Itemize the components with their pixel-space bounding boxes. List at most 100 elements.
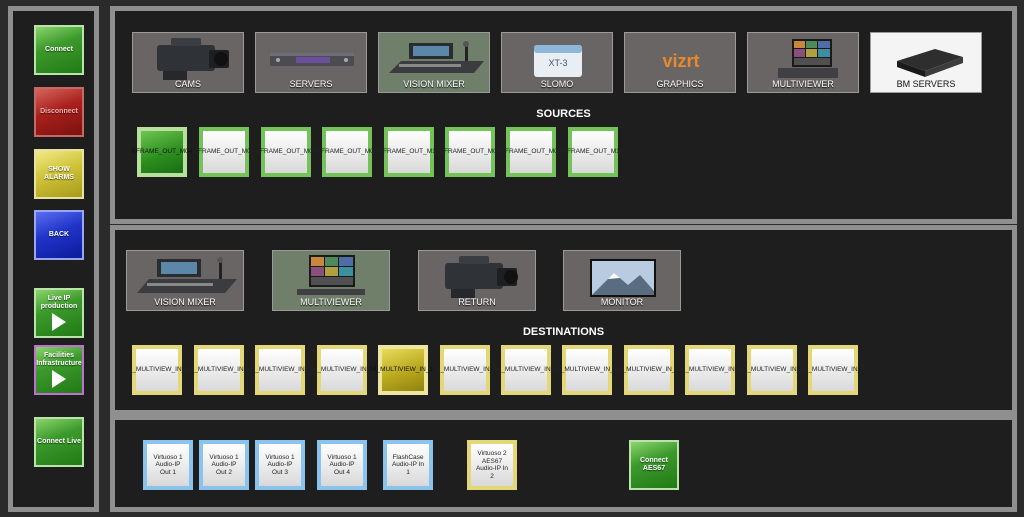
audio-io-button[interactable]: Virtuoso 1 Audio-IP Out 4 [317,440,367,490]
monitor-icon [590,259,656,297]
category-slomo[interactable]: XT-3 SLOMO [501,32,613,93]
source-button[interactable]: KFRAME_OUT_M05 [501,127,561,177]
dest-category-label: RETURN [458,297,496,307]
destination-label: IM_MULTIVIEW_IN_7 [248,366,312,374]
destinations-panel: VISION MIXER MULTIVIEWER RETURN [110,225,1017,415]
audio-io-button[interactable]: FlashCase Audio-IP In 1 [383,440,433,490]
destination-label: IM_MULTIVIEW_IN_3 [310,366,374,374]
destination-button[interactable]: IM_MULTIVIEW_IN_4 [433,345,497,395]
category-label: BM SERVERS [896,79,956,89]
source-button[interactable]: KFRAME_OUT_M12 [379,127,439,177]
destination-button[interactable]: IM_MULTIVIEW_IN_8 [678,345,742,395]
vision-mixer-icon [389,41,484,73]
connect-live-label: Connect Live [37,438,81,445]
sources-title: SOURCES [536,108,591,120]
destinations-title: DESTINATIONS [522,326,605,338]
camera-icon [445,256,518,298]
destination-button[interactable]: IM_MULTIVIEW_IN_12 [615,345,683,395]
category-servers[interactable]: SERVERS [255,32,367,93]
dest-category-label: MONITOR [600,297,644,307]
slomo-device-text: XT-3 [548,58,567,68]
audio-io-button[interactable]: Virtuoso 1 Audio-IP Out 1 [143,440,193,490]
source-label: KFRAME_OUT_M01 [193,148,255,156]
dest-category-monitor[interactable]: MONITOR [563,250,681,311]
dest-category-label: MULTIVIEWER [300,297,362,307]
category-multiviewer[interactable]: MULTIVIEWER [747,32,859,93]
audio-io-button[interactable]: Virtuoso 1 Audio-IP Out 2 [199,440,249,490]
destination-button[interactable]: IM_MULTIVIEW_IN_7 [248,345,312,395]
dest-category-multiviewer[interactable]: MULTIVIEWER [272,250,390,311]
destination-label: IM_MULTIVIEW_IN_9 [187,366,251,374]
source-label: KFRAME_OUT_M10 [562,148,624,156]
connect-aes67-button[interactable]: Connect AES67 [629,440,679,490]
connect-label: Connect [45,46,73,53]
live-ip-production-button[interactable]: Live IP production [34,288,84,338]
source-label: KFRAME_OUT_M04 [131,148,193,156]
source-button[interactable]: KFRAME_OUT_M04 [132,127,192,177]
multiviewer-icon [297,255,365,295]
destination-button[interactable]: IM_MULTIVIEW_IN_3 [310,345,374,395]
facilities-infrastructure-button[interactable]: Facilities Infrastructure [34,345,84,395]
multiviewer-icon [778,39,838,78]
destination-button[interactable]: IM_MULTIVIEW_IN_6 [494,345,558,395]
bm-server-icon [897,49,963,77]
audio-panel: Virtuoso 1 Audio-IP Out 1 Virtuoso 1 Aud… [110,415,1017,512]
show-alarms-button[interactable]: SHOW ALARMS [34,149,84,199]
source-label: KFRAME_OUT_M12 [378,148,440,156]
category-label: CAMS [174,79,201,89]
audio-io-label: Virtuoso 1 Audio-IP Out 2 [209,453,239,476]
destination-label: IM_MULTIVIEW_IN_6 [494,366,558,374]
destination-button[interactable]: IM_MULTIVIEW_IN_1 [740,345,804,395]
destination-button[interactable]: IM_MULTIVIEW_IN_5 [801,345,865,395]
left-control-panel: Connect Disconnect SHOW ALARMS BACK Live… [8,6,99,512]
vision-mixer-icon [137,257,237,293]
dest-category-return[interactable]: RETURN [418,250,536,311]
destination-label: IM_MULTIVIEW_IN_4 [433,366,497,374]
audio-io-button[interactable]: Virtuoso 2 AES67 Audio-IP In 2 [467,440,517,490]
dest-category-vision-mixer[interactable]: VISION MIXER [126,250,244,311]
destination-label: IM_MULTIVIEW_IN_10 [369,366,437,374]
audio-io-button[interactable]: Virtuoso 1 Audio-IP Out 3 [255,440,305,490]
camera-icon [157,38,229,80]
disconnect-button[interactable]: Disconnect [34,87,84,137]
category-graphics[interactable]: vizrt GRAPHICS [624,32,736,93]
audio-io-label: Virtuoso 1 Audio-IP Out 3 [265,453,295,476]
disconnect-label: Disconnect [40,108,78,115]
back-button[interactable]: BACK [34,210,84,260]
source-label: KFRAME_OUT_M06 [439,148,501,156]
category-bm-servers[interactable]: BM SERVERS [870,32,982,93]
audio-io-label: Virtuoso 1 Audio-IP Out 4 [327,453,357,476]
connect-aes67-label: Connect AES67 [640,457,668,472]
category-cams[interactable]: CAMS [132,32,244,93]
play-icon [52,370,66,388]
audio-io-label: FlashCase Audio-IP In 1 [391,453,425,476]
destination-button[interactable]: IM_MULTIVIEW_IN_2 [125,345,189,395]
category-vision-mixer[interactable]: VISION MIXER [378,32,490,93]
source-button[interactable]: KFRAME_OUT_M01 [194,127,254,177]
destination-button[interactable]: IM_MULTIVIEW_IN_11 [554,345,620,395]
vizrt-logo-icon: vizrt [662,51,699,71]
destination-button[interactable]: IM_MULTIVIEW_IN_10 [369,345,437,395]
server-icon [270,53,354,66]
back-label: BACK [48,231,70,238]
source-label: KFRAME_OUT_M05 [500,148,562,156]
category-label: GRAPHICS [656,79,704,89]
connect-live-button[interactable]: Connect Live [34,417,84,467]
destination-label: IM_MULTIVIEW_IN_2 [125,366,189,374]
source-button[interactable]: KFRAME_OUT_M09 [317,127,377,177]
source-button[interactable]: KFRAME_OUT_M10 [563,127,623,177]
destination-button[interactable]: IM_MULTIVIEW_IN_9 [187,345,251,395]
source-button[interactable]: KFRAME_OUT_M08 [256,127,316,177]
destination-label: IM_MULTIVIEW_IN_11 [553,366,621,374]
vizrt-logo-text: vizrt [662,51,699,71]
slomo-icon: XT-3 [534,45,582,77]
destination-label: IM_MULTIVIEW_IN_1 [740,366,804,374]
source-button[interactable]: KFRAME_OUT_M06 [440,127,500,177]
connect-button[interactable]: Connect [34,25,84,75]
category-label: SLOMO [540,79,574,89]
destination-label: IM_MULTIVIEW_IN_12 [615,366,683,374]
live-ip-production-label: Live IP production [40,295,78,310]
source-label: KFRAME_OUT_M09 [316,148,378,156]
dest-category-label: VISION MIXER [154,297,216,307]
play-icon [52,313,66,331]
